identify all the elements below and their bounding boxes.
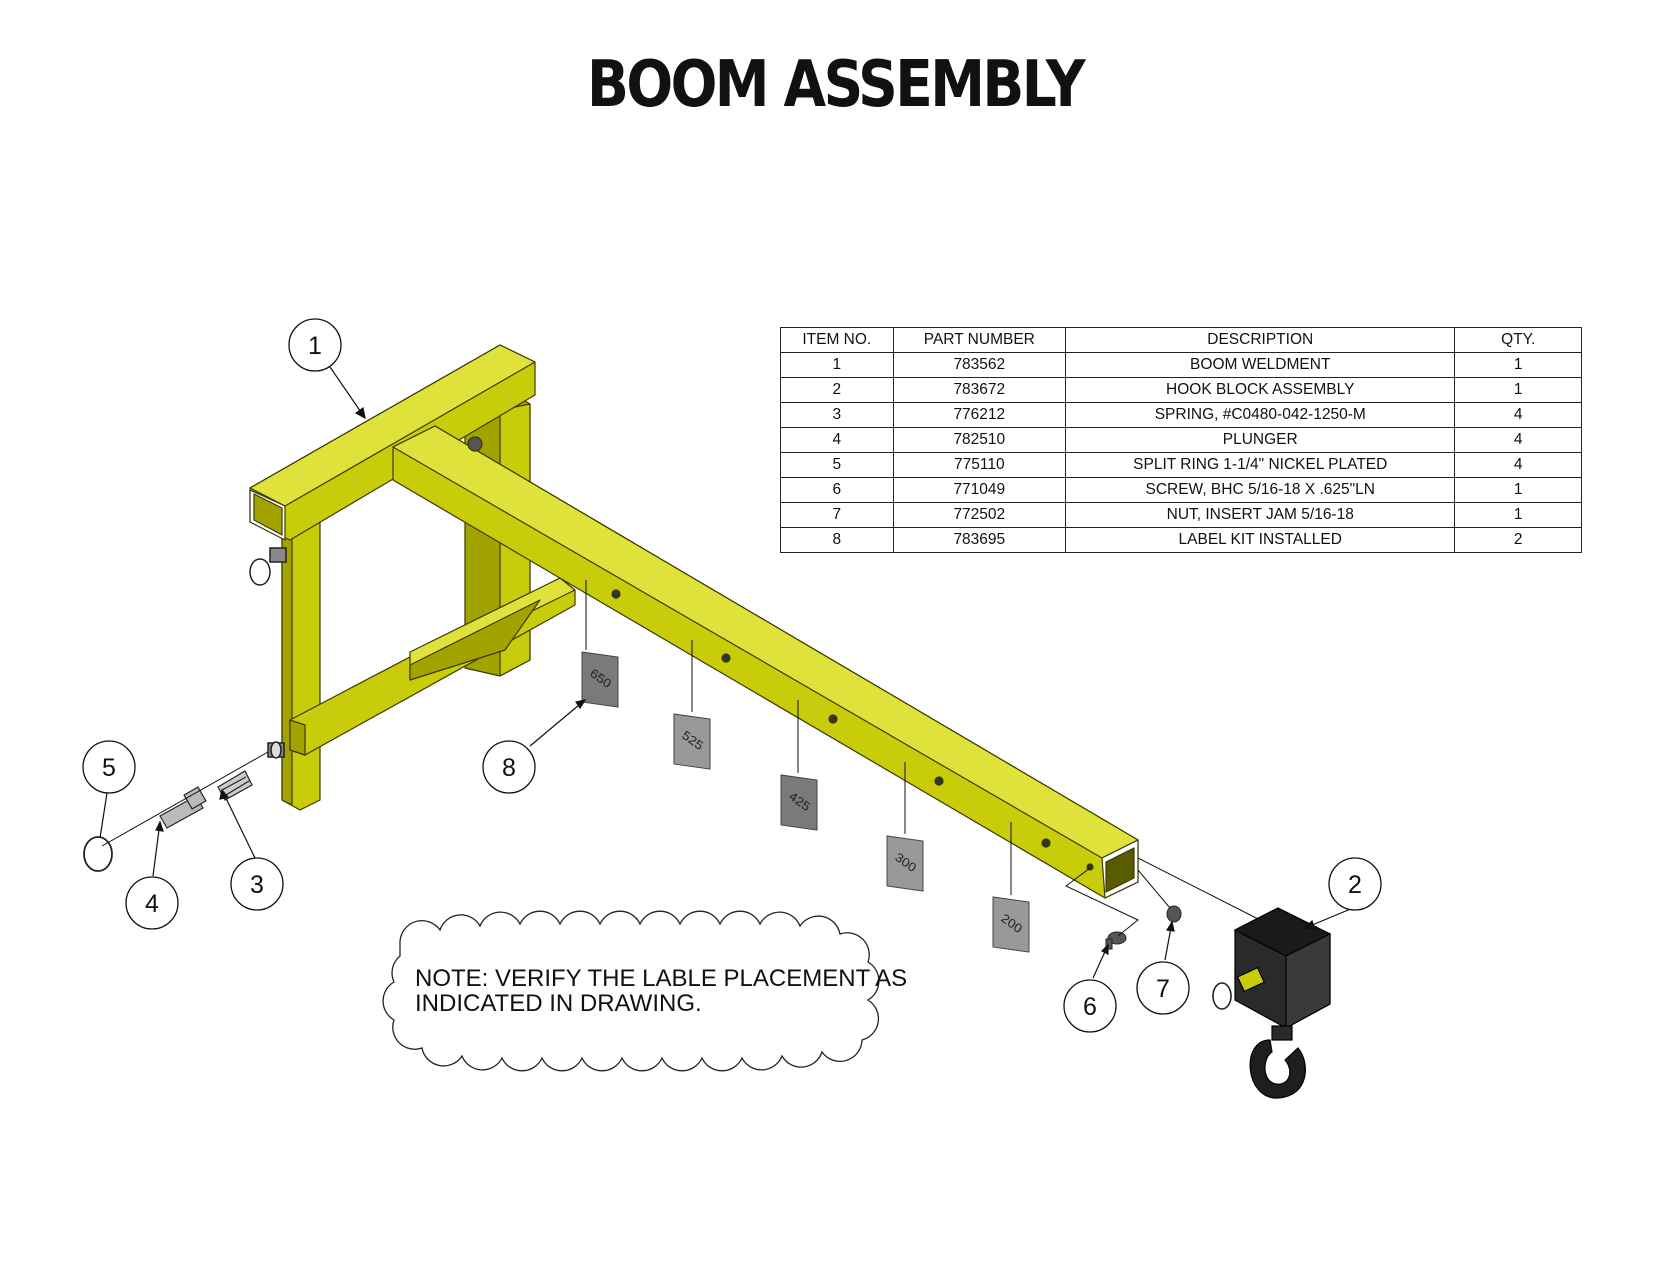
- cell-qty: 1: [1454, 477, 1582, 503]
- cell-part: 783562: [892, 352, 1067, 378]
- cell-desc: SCREW, BHC 5/16-18 X .625"LN: [1065, 477, 1456, 503]
- balloon-1: 1: [288, 318, 342, 372]
- note-line-1: NOTE: VERIFY THE LABLE PLACEMENT AS: [415, 965, 908, 992]
- cell-desc: BOOM WELDMENT: [1065, 352, 1456, 378]
- svg-text:1: 1: [308, 332, 322, 360]
- cell-part: 776212: [892, 402, 1067, 428]
- cell-item: 2: [780, 377, 894, 403]
- cell-item: 5: [780, 452, 894, 478]
- svg-text:8: 8: [502, 754, 516, 782]
- cell-desc: PLUNGER: [1065, 427, 1456, 453]
- header-description: DESCRIPTION: [1065, 327, 1456, 353]
- cell-qty: 4: [1454, 427, 1582, 453]
- cell-part: 772502: [892, 502, 1067, 528]
- balloon-3: 3: [230, 857, 284, 911]
- cell-part: 782510: [892, 427, 1067, 453]
- cell-part: 783672: [892, 377, 1067, 403]
- screw-part: [1105, 931, 1127, 950]
- label-tag: 200: [992, 896, 1030, 953]
- balloon-4: 4: [125, 876, 179, 930]
- cell-item: 8: [780, 527, 894, 553]
- spring-part: [217, 770, 253, 801]
- explode-line: [101, 751, 269, 847]
- balloon-leaders: [99, 366, 1354, 979]
- label-tag: 300: [886, 835, 924, 892]
- cell-desc: SPLIT RING 1-1/4" NICKEL PLATED: [1065, 452, 1456, 478]
- cell-part: 775110: [892, 452, 1067, 478]
- svg-text:3: 3: [250, 871, 264, 899]
- nut-part: [1166, 905, 1182, 923]
- label-tag: 650: [581, 651, 619, 708]
- svg-text:7: 7: [1156, 975, 1170, 1003]
- plunger-part: [159, 786, 207, 829]
- cell-qty: 1: [1454, 502, 1582, 528]
- table-header-row: ITEM NO. PART NUMBER DESCRIPTION QTY.: [780, 327, 1582, 353]
- cell-qty: 1: [1454, 377, 1582, 403]
- cell-part: 783695: [892, 527, 1067, 553]
- svg-text:6: 6: [1083, 993, 1097, 1021]
- cell-desc: HOOK BLOCK ASSEMBLY: [1065, 377, 1456, 403]
- label-tag: 525: [673, 713, 711, 770]
- header-item-no: ITEM NO.: [780, 327, 894, 353]
- header-part-number: PART NUMBER: [892, 327, 1067, 353]
- cell-desc: SPRING, #C0480-042-1250-M: [1065, 402, 1456, 428]
- balloon-2: 2: [1328, 857, 1382, 911]
- cell-item: 7: [780, 502, 894, 528]
- plunger-pins: [249, 547, 287, 759]
- label-tag: 425: [780, 774, 818, 831]
- balloon-6: 6: [1063, 979, 1117, 1033]
- label-tags: 650 525 425 300 200: [581, 651, 1030, 953]
- cell-qty: 4: [1454, 402, 1582, 428]
- hook-block: [1212, 907, 1332, 1099]
- note-text: NOTE: VERIFY THE LABLE PLACEMENT AS INDI…: [415, 966, 907, 1016]
- cell-item: 6: [780, 477, 894, 503]
- header-qty: QTY.: [1454, 327, 1582, 353]
- cell-part: 771049: [892, 477, 1067, 503]
- cell-qty: 4: [1454, 452, 1582, 478]
- cell-desc: LABEL KIT INSTALLED: [1065, 527, 1456, 553]
- tag-leaders: [585, 580, 1012, 895]
- note-cloud: [382, 910, 880, 1072]
- split-ring-part: [83, 836, 113, 872]
- svg-text:4: 4: [145, 890, 159, 918]
- note-line-2: INDICATED IN DRAWING.: [415, 990, 702, 1017]
- boom-weldment: [249, 344, 1139, 899]
- cell-qty: 2: [1454, 527, 1582, 553]
- fastener-leaders: [1065, 857, 1271, 937]
- balloon-8: 8: [482, 740, 536, 794]
- cell-item: 4: [780, 427, 894, 453]
- balloons: 1 2 3 4 5 6 7 8: [82, 318, 1382, 1033]
- page-title: BOOM ASSEMBLY: [586, 48, 1086, 122]
- cell-desc: NUT, INSERT JAM 5/16-18: [1065, 502, 1456, 528]
- svg-text:2: 2: [1348, 871, 1362, 899]
- cell-item: 1: [780, 352, 894, 378]
- cell-item: 3: [780, 402, 894, 428]
- balloon-5: 5: [82, 740, 136, 794]
- cell-qty: 1: [1454, 352, 1582, 378]
- balloon-7: 7: [1136, 961, 1190, 1015]
- svg-text:5: 5: [102, 754, 116, 782]
